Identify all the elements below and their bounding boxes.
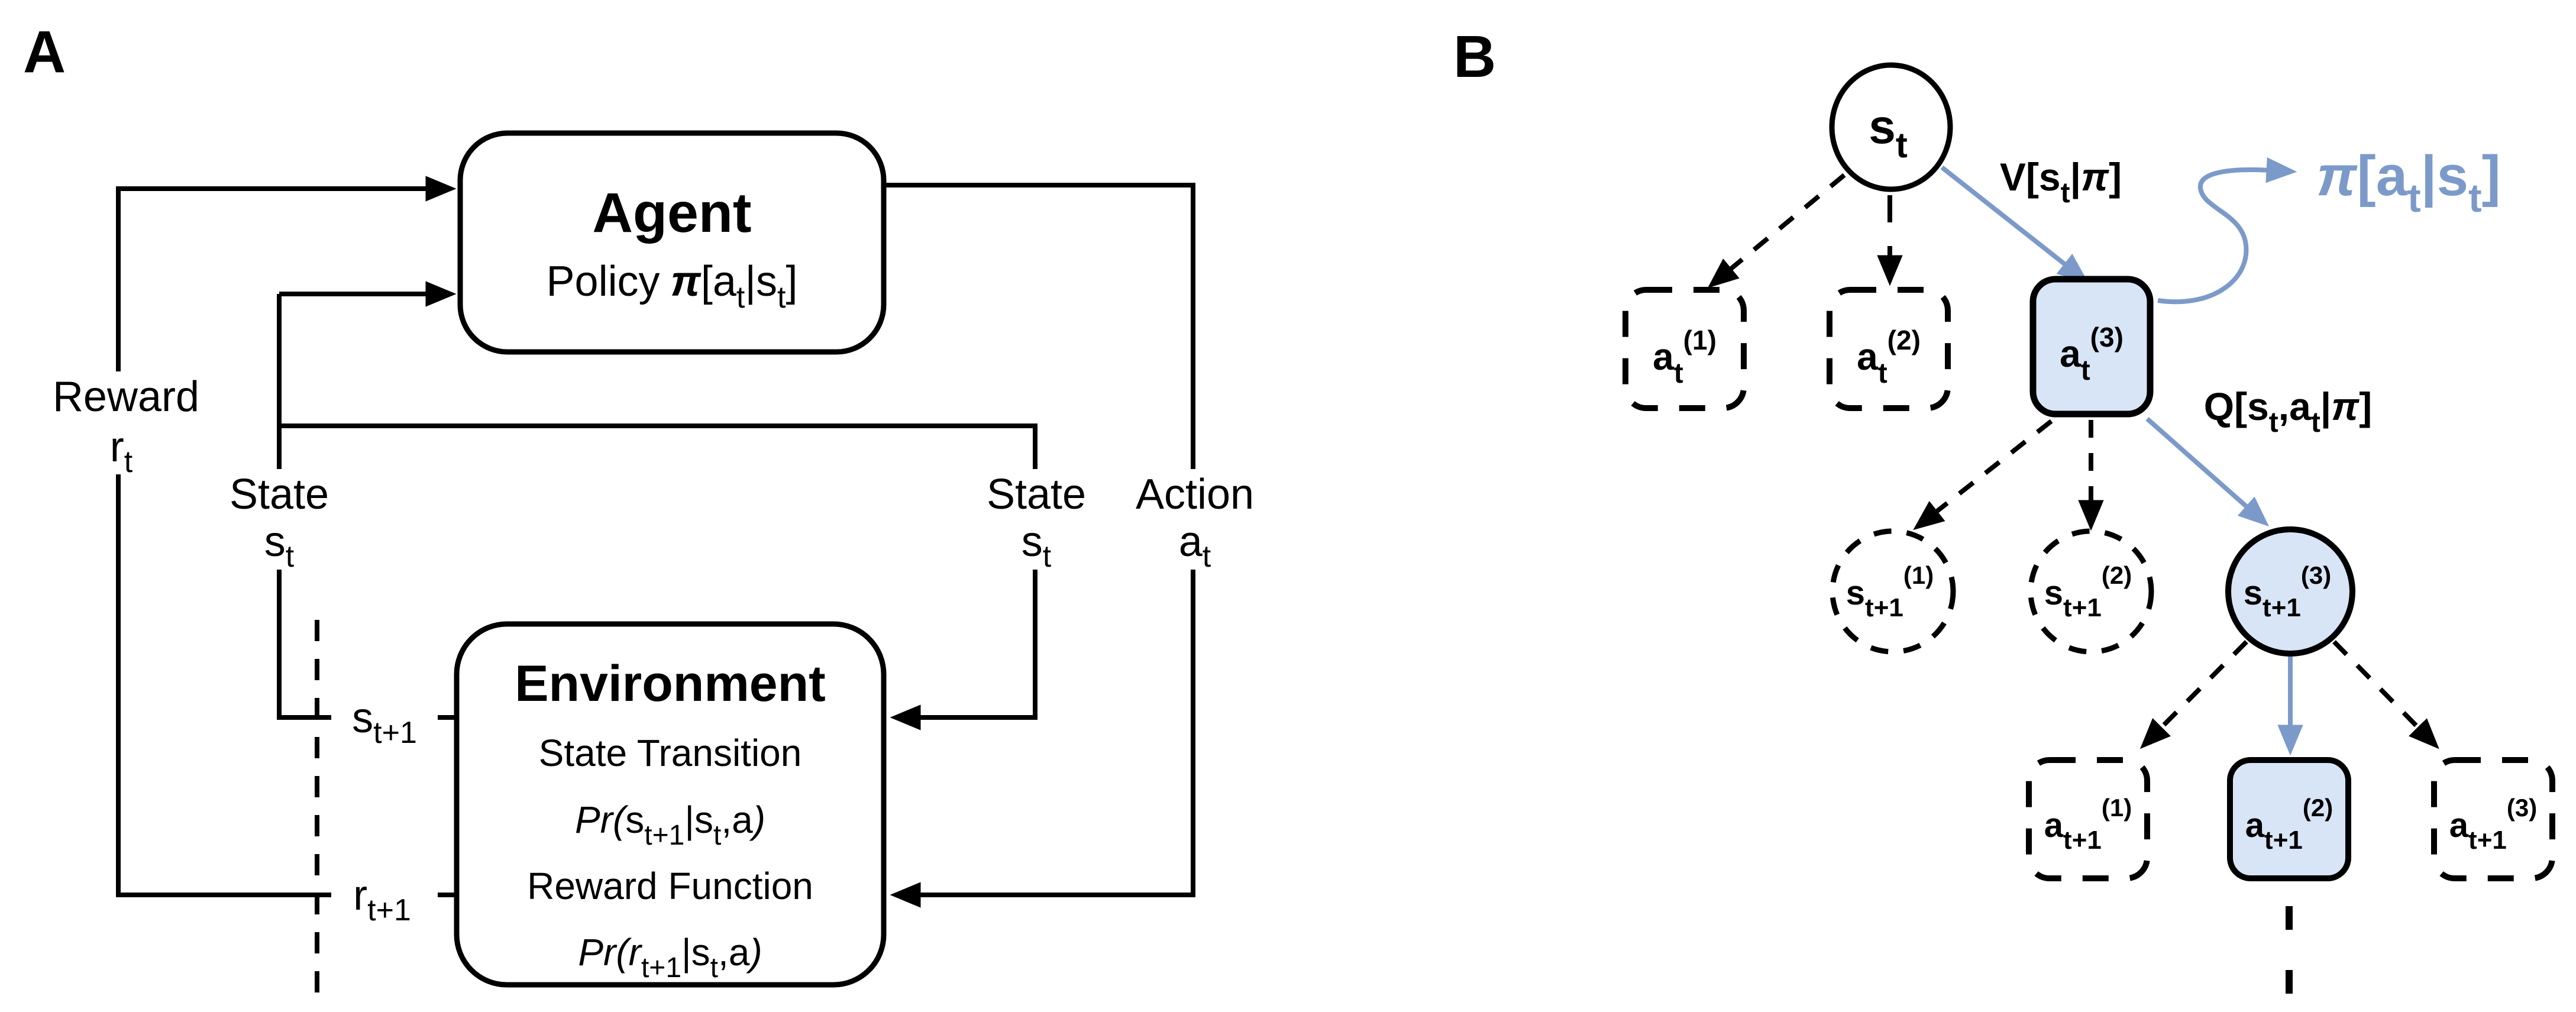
environment-box (454, 621, 887, 988)
state-left-mask (218, 469, 341, 519)
agent-title: Agent (592, 182, 751, 244)
reward-label-mask (47, 371, 204, 422)
node-st1-1-label: st+1(1) (1846, 561, 1934, 622)
node-at1-label: at(1) (1653, 325, 1717, 389)
state-right-word: State (987, 471, 1086, 518)
panel-b: B st at(1) at(2) at(3) (1453, 24, 2555, 1012)
state-left-sym-mask (244, 516, 315, 570)
policy-label: π[at|st] (2316, 144, 2500, 221)
reward-word: Reward (53, 373, 199, 421)
node-at3-label: at(3) (2060, 322, 2123, 386)
action-word: Action (1136, 471, 1254, 518)
node-at1-1-label: at+1(1) (2044, 794, 2132, 855)
node-at1-2-label: at+1(2) (2245, 794, 2333, 855)
state-right-sym-mask (1001, 516, 1072, 570)
state-right-symbol: st (1022, 518, 1052, 574)
node-at1-3 (2431, 757, 2555, 881)
edge-st-to-at3-blue (1940, 165, 2089, 283)
state-into-environment-line (279, 423, 1037, 730)
next-state-mask (331, 691, 438, 745)
node-at1-1 (2026, 757, 2150, 881)
node-at2-label: at(2) (1857, 325, 1921, 389)
node-st1-2 (2028, 528, 2154, 655)
value-function-label: V[st|π] (2000, 155, 2122, 209)
state-left-word: State (230, 471, 329, 518)
policy-curved-arrow (2157, 157, 2297, 305)
next-reward-symbol: rt+1 (353, 872, 411, 927)
reward-function-formula: Pr(rt+1|st,a) (578, 931, 762, 984)
action-mask (1123, 469, 1267, 519)
edge-at3-to-st3-blue (2145, 417, 2270, 527)
edge-st3-to-at1-dashed (2139, 640, 2248, 749)
state-right-mask (975, 469, 1098, 519)
reward-loop-line (116, 176, 457, 897)
next-state-symbol: st+1 (352, 694, 417, 750)
agent-box (457, 130, 887, 355)
node-st-label: st (1869, 100, 1908, 165)
node-at1-2-selected (2227, 757, 2351, 881)
panel-a-label: A (23, 19, 66, 85)
node-at1-3-label: at+1(3) (2449, 794, 2537, 855)
action-sym-mask (1158, 516, 1232, 570)
next-reward-mask (331, 868, 438, 923)
reward-function-caption: Reward Function (527, 865, 813, 907)
state-left-symbol: st (264, 518, 295, 574)
q-function-label: Q[st,at|π] (2204, 384, 2373, 438)
edge-st3-to-at3-dashed (2332, 640, 2439, 749)
node-st (1829, 62, 1953, 192)
node-at2 (1827, 287, 1951, 411)
node-at3-selected (2029, 276, 2154, 418)
reward-symbol: rt (110, 423, 133, 479)
reward-sym-mask (86, 421, 157, 474)
state-transition-caption: State Transition (539, 732, 802, 774)
node-st1-1 (1830, 528, 1956, 655)
state-transition-formula: Pr(st+1|st,a) (575, 798, 765, 851)
edge-st-to-at1-dashed (1707, 173, 1846, 288)
node-st1-2-label: st+1(2) (2044, 561, 2132, 622)
node-st1-3-selected (2225, 526, 2355, 657)
action-symbol: at (1179, 518, 1211, 574)
node-st1-3-label: st+1(3) (2244, 561, 2331, 622)
node-at1 (1622, 287, 1747, 411)
edge-at3-to-st1-dashed (1913, 419, 2053, 531)
environment-title: Environment (515, 655, 826, 712)
panel-b-label: B (1453, 24, 1496, 90)
